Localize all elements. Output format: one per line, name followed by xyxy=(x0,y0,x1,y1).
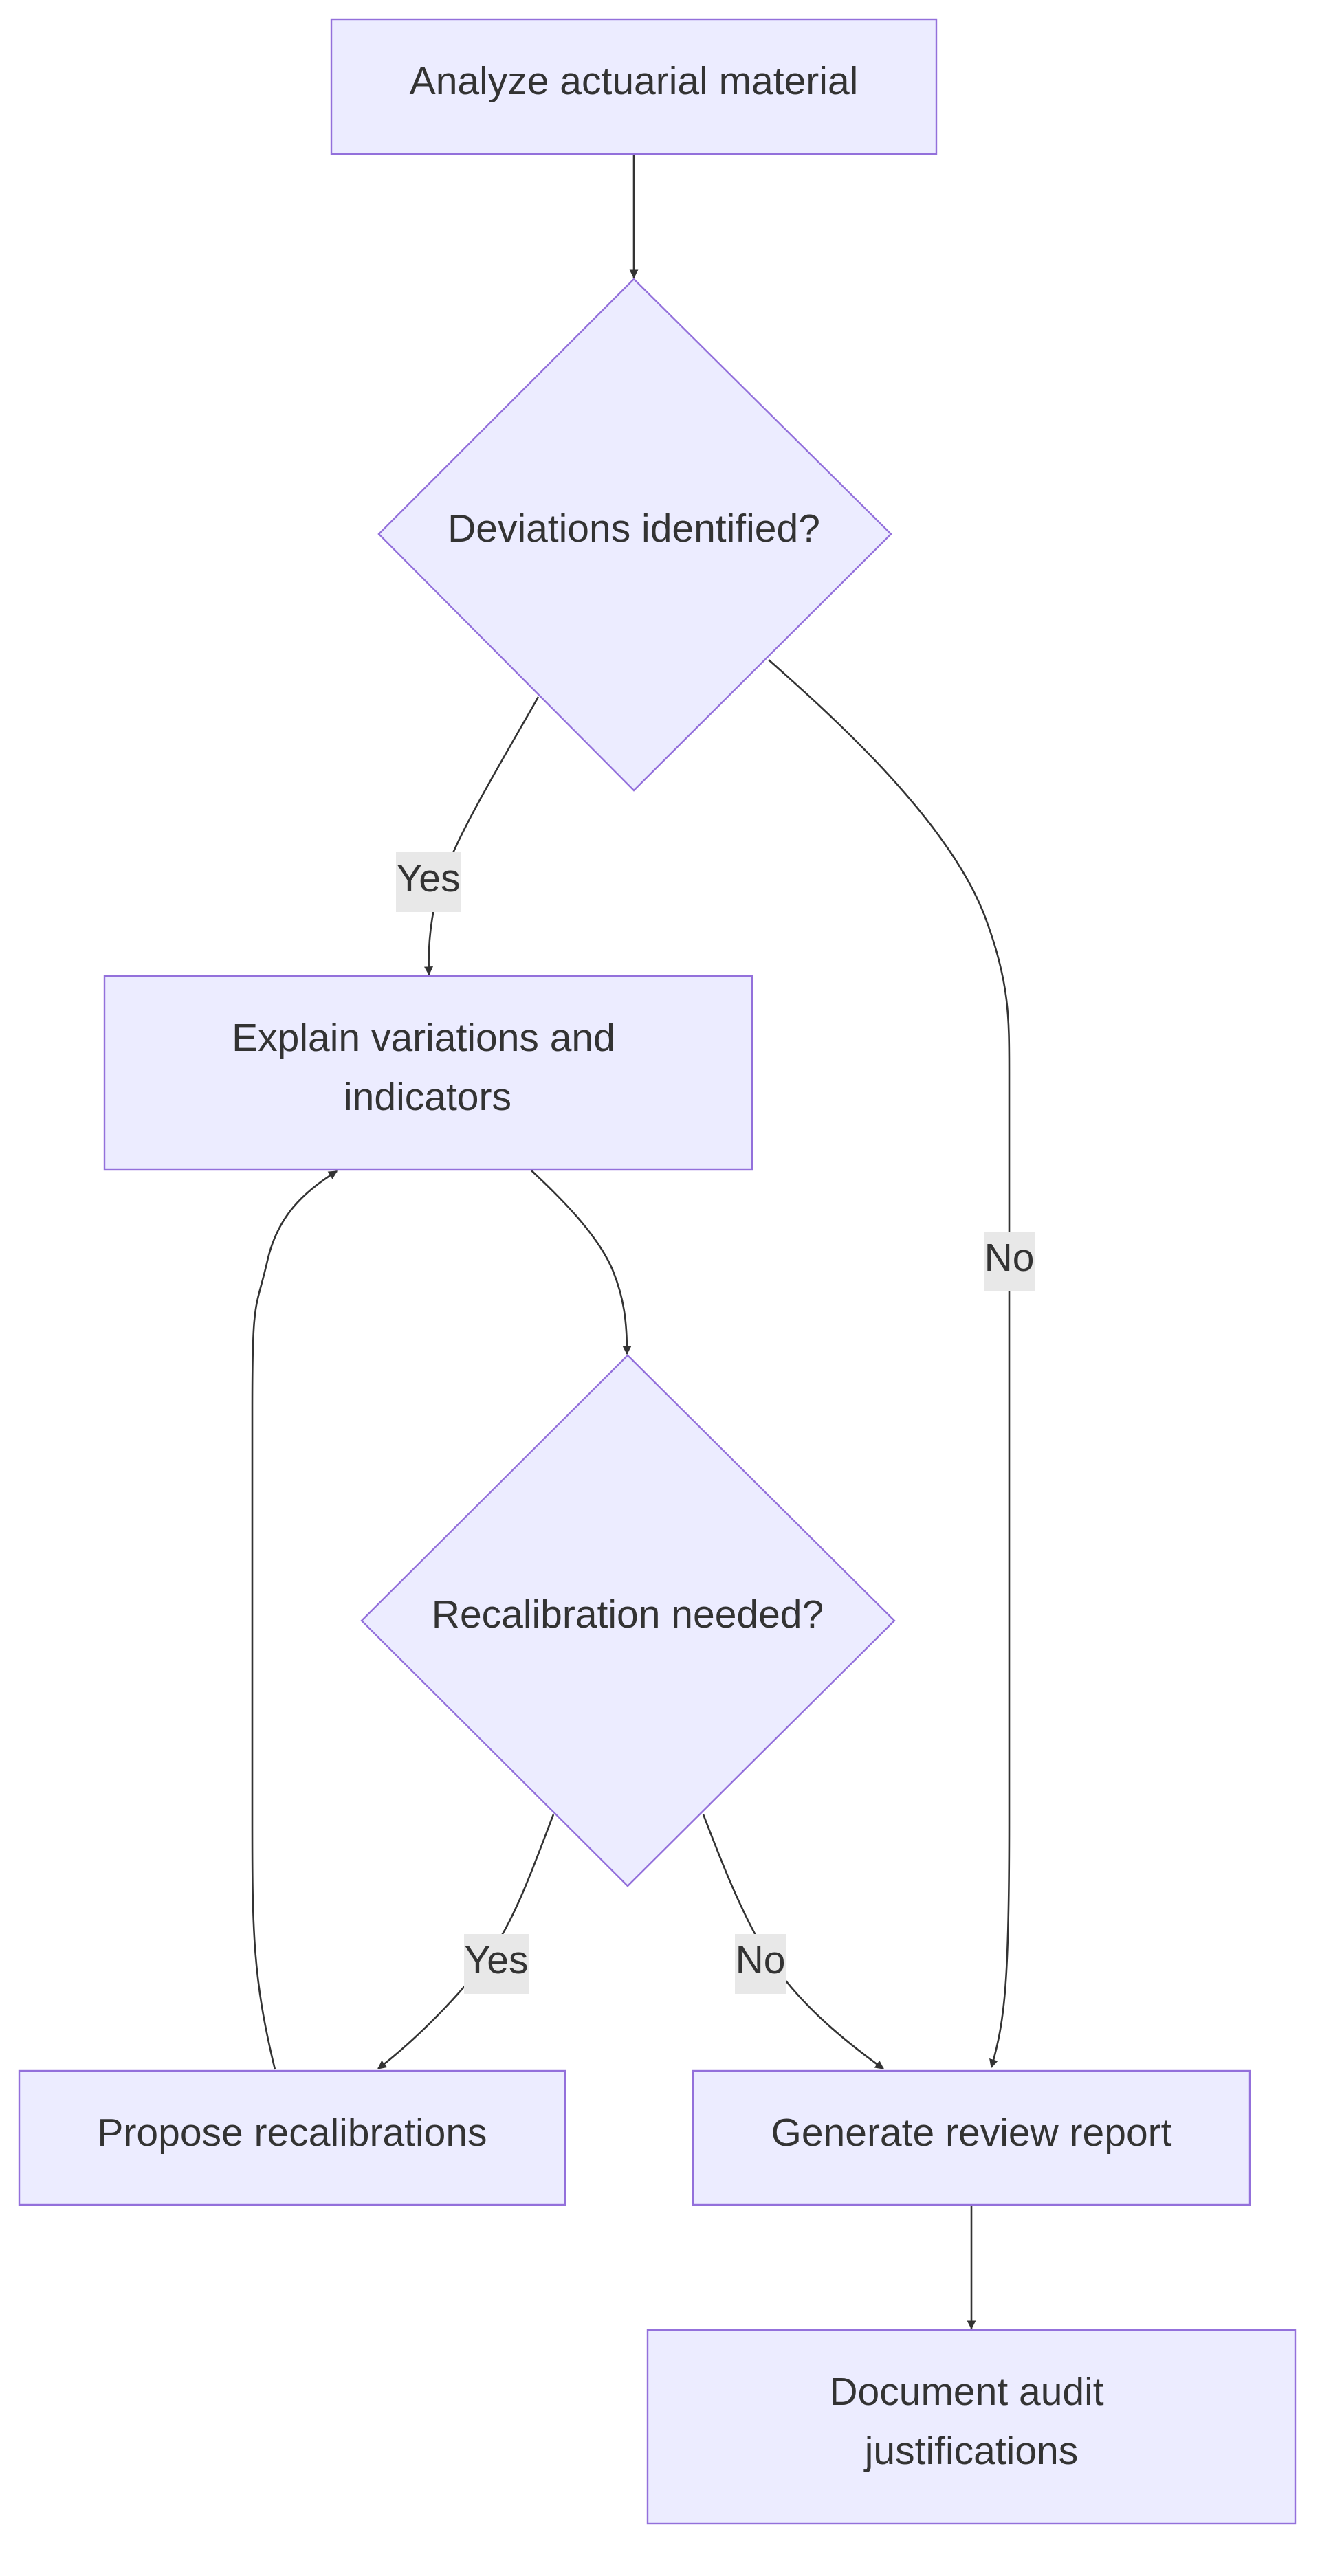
node-propose-recalibrations: Propose recalibrations xyxy=(18,2069,566,2206)
nodes: Analyze actuarial material Deviations id… xyxy=(18,18,1297,2525)
node-recalibration-needed-decision: Recalibration needed? xyxy=(360,1354,896,1887)
node-label-line: Analyze actuarial material xyxy=(410,59,859,103)
edge-deviations-to-report xyxy=(768,659,1011,2069)
edge-deviations-to-explain xyxy=(424,696,540,976)
node-label-line: Explain variations and xyxy=(232,1016,615,1060)
edge-labels: Yes No Yes No xyxy=(396,852,1035,1994)
node-label-line: Recalibration needed? xyxy=(432,1592,824,1636)
edge-label-recalibration-yes: Yes xyxy=(464,1934,529,1994)
node-document-audit-justifications: Document audit justifications xyxy=(646,2329,1297,2525)
node-label-line: indicators xyxy=(344,1075,512,1119)
node-deviations-identified-decision: Deviations identified? xyxy=(377,278,892,792)
node-label-line: Document audit xyxy=(829,2370,1103,2414)
node-label-line: Propose recalibrations xyxy=(97,2111,487,2155)
edge-label-text: Yes xyxy=(397,856,461,900)
node-analyze-actuarial-material: Analyze actuarial material xyxy=(330,18,938,155)
node-label-line: Generate review report xyxy=(771,2111,1172,2155)
edge-label-text: Yes xyxy=(465,1938,529,1982)
edge-label-recalibration-no: No xyxy=(735,1934,786,1994)
edge-explain-to-recalibration xyxy=(531,1170,632,1355)
edge-label-text: No xyxy=(736,1938,786,1982)
node-generate-review-report: Generate review report xyxy=(692,2069,1251,2206)
node-label-line: Deviations identified? xyxy=(448,507,820,551)
edge-label-text: No xyxy=(984,1236,1035,1280)
node-explain-variations-indicators: Explain variations and indicators xyxy=(103,975,754,1171)
edge-recalibration-to-report xyxy=(702,1814,885,2070)
edge-label-deviations-no: No xyxy=(984,1232,1035,1291)
node-label-line: justifications xyxy=(864,2429,1078,2473)
edge-label-deviations-yes: Yes xyxy=(396,852,461,912)
edge-propose-to-explain xyxy=(251,1170,338,2070)
